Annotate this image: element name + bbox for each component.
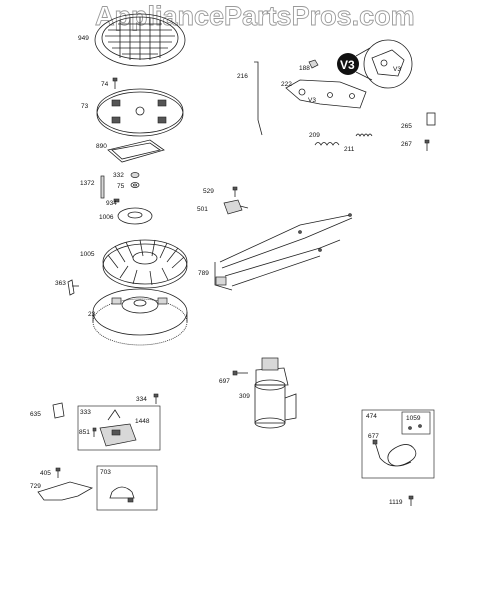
part-label: 677 xyxy=(368,433,379,440)
part-label: 789 xyxy=(198,270,209,277)
part-label: 75 xyxy=(117,183,125,190)
part-label: 1005 xyxy=(80,251,95,258)
part-677-wire[interactable] xyxy=(372,439,417,467)
kit-box-1059 xyxy=(401,411,431,435)
part-1059-hardware[interactable] xyxy=(408,424,422,430)
part-851-screw[interactable] xyxy=(92,427,97,437)
kit-box-703 xyxy=(96,465,158,511)
part-501-rectifier[interactable] xyxy=(223,199,249,215)
part-211-spring[interactable] xyxy=(355,133,373,137)
part-405-screw[interactable] xyxy=(55,467,61,478)
kit-box-474 xyxy=(361,409,435,479)
part-label: 1372 xyxy=(80,180,95,187)
part-188-nut[interactable] xyxy=(308,59,319,69)
part-label: 74 xyxy=(101,81,109,88)
part-label: 211 xyxy=(344,146,355,153)
part-label: 890 xyxy=(96,143,107,150)
part-789-harness[interactable] xyxy=(214,213,353,291)
part-label: 1006 xyxy=(99,214,114,221)
part-label: 334 xyxy=(136,396,147,403)
svg-text:V3: V3 xyxy=(340,58,355,72)
part-label: 729 xyxy=(30,483,41,490)
part-73-rotating-screen[interactable] xyxy=(96,88,184,137)
part-216-link[interactable] xyxy=(254,61,263,136)
part-label: 332 xyxy=(113,172,124,179)
part-1372-pin[interactable] xyxy=(100,175,105,199)
part-529-screw[interactable] xyxy=(232,186,238,197)
part-1006-retainer[interactable] xyxy=(117,207,153,225)
svg-text:V3: V3 xyxy=(308,97,316,104)
part-label: 267 xyxy=(401,141,412,148)
part-label: 697 xyxy=(219,378,230,385)
kit-box-333 xyxy=(77,405,161,451)
part-label: 703 xyxy=(100,469,111,476)
part-label: 222 xyxy=(281,81,292,88)
part-890-gasket[interactable] xyxy=(107,139,165,163)
part-label: 474 xyxy=(366,413,377,420)
svg-text:V3: V3 xyxy=(393,66,401,73)
part-697-screw[interactable] xyxy=(232,370,248,376)
part-label: 216 xyxy=(237,73,248,80)
part-label: 405 xyxy=(40,470,51,477)
part-label: 209 xyxy=(309,132,320,139)
part-209-spring[interactable] xyxy=(314,142,340,146)
part-label: 1119 xyxy=(389,499,403,506)
part-265-plate[interactable] xyxy=(426,112,436,126)
v3-badge[interactable]: V3 xyxy=(337,53,359,75)
part-label: 363 xyxy=(55,280,66,287)
watermark: AppliancePartsPros.com xyxy=(95,1,415,31)
part-949-screen[interactable] xyxy=(94,13,186,67)
part-label: 529 xyxy=(203,188,214,195)
part-334-screw[interactable] xyxy=(153,393,159,404)
part-1119-screw[interactable] xyxy=(408,495,414,506)
part-label: 73 xyxy=(81,103,89,110)
v3-detail: V3 xyxy=(363,39,413,89)
part-label: 1448 xyxy=(135,418,150,425)
part-222-bracket[interactable]: V3 xyxy=(285,79,367,109)
part-label: 1059 xyxy=(406,415,421,422)
part-label: 635 xyxy=(30,411,41,418)
part-label: 188 xyxy=(299,65,310,72)
part-363-clip[interactable] xyxy=(67,279,79,296)
part-703-clamp[interactable] xyxy=(109,486,135,503)
part-333-armature[interactable] xyxy=(99,409,137,447)
part-label: 309 xyxy=(239,393,250,400)
part-1005-fan[interactable] xyxy=(102,239,188,289)
part-332-nut[interactable] xyxy=(130,172,140,178)
part-309-starter[interactable] xyxy=(254,357,297,429)
part-label: 934 xyxy=(106,200,117,207)
part-label: 949 xyxy=(78,35,89,42)
part-label: 333 xyxy=(80,409,91,416)
part-934-key[interactable] xyxy=(113,198,120,203)
part-267-screw[interactable] xyxy=(424,139,430,151)
part-74-screw[interactable] xyxy=(112,77,118,89)
part-635-filter[interactable] xyxy=(52,402,65,419)
part-label: 265 xyxy=(401,123,412,130)
part-23-flywheel[interactable] xyxy=(92,288,188,346)
part-label: 501 xyxy=(197,206,208,213)
part-label: 851 xyxy=(79,429,90,436)
part-label: 23 xyxy=(88,311,96,318)
part-729-baffle[interactable] xyxy=(37,481,94,501)
part-75-washer[interactable] xyxy=(130,182,140,188)
